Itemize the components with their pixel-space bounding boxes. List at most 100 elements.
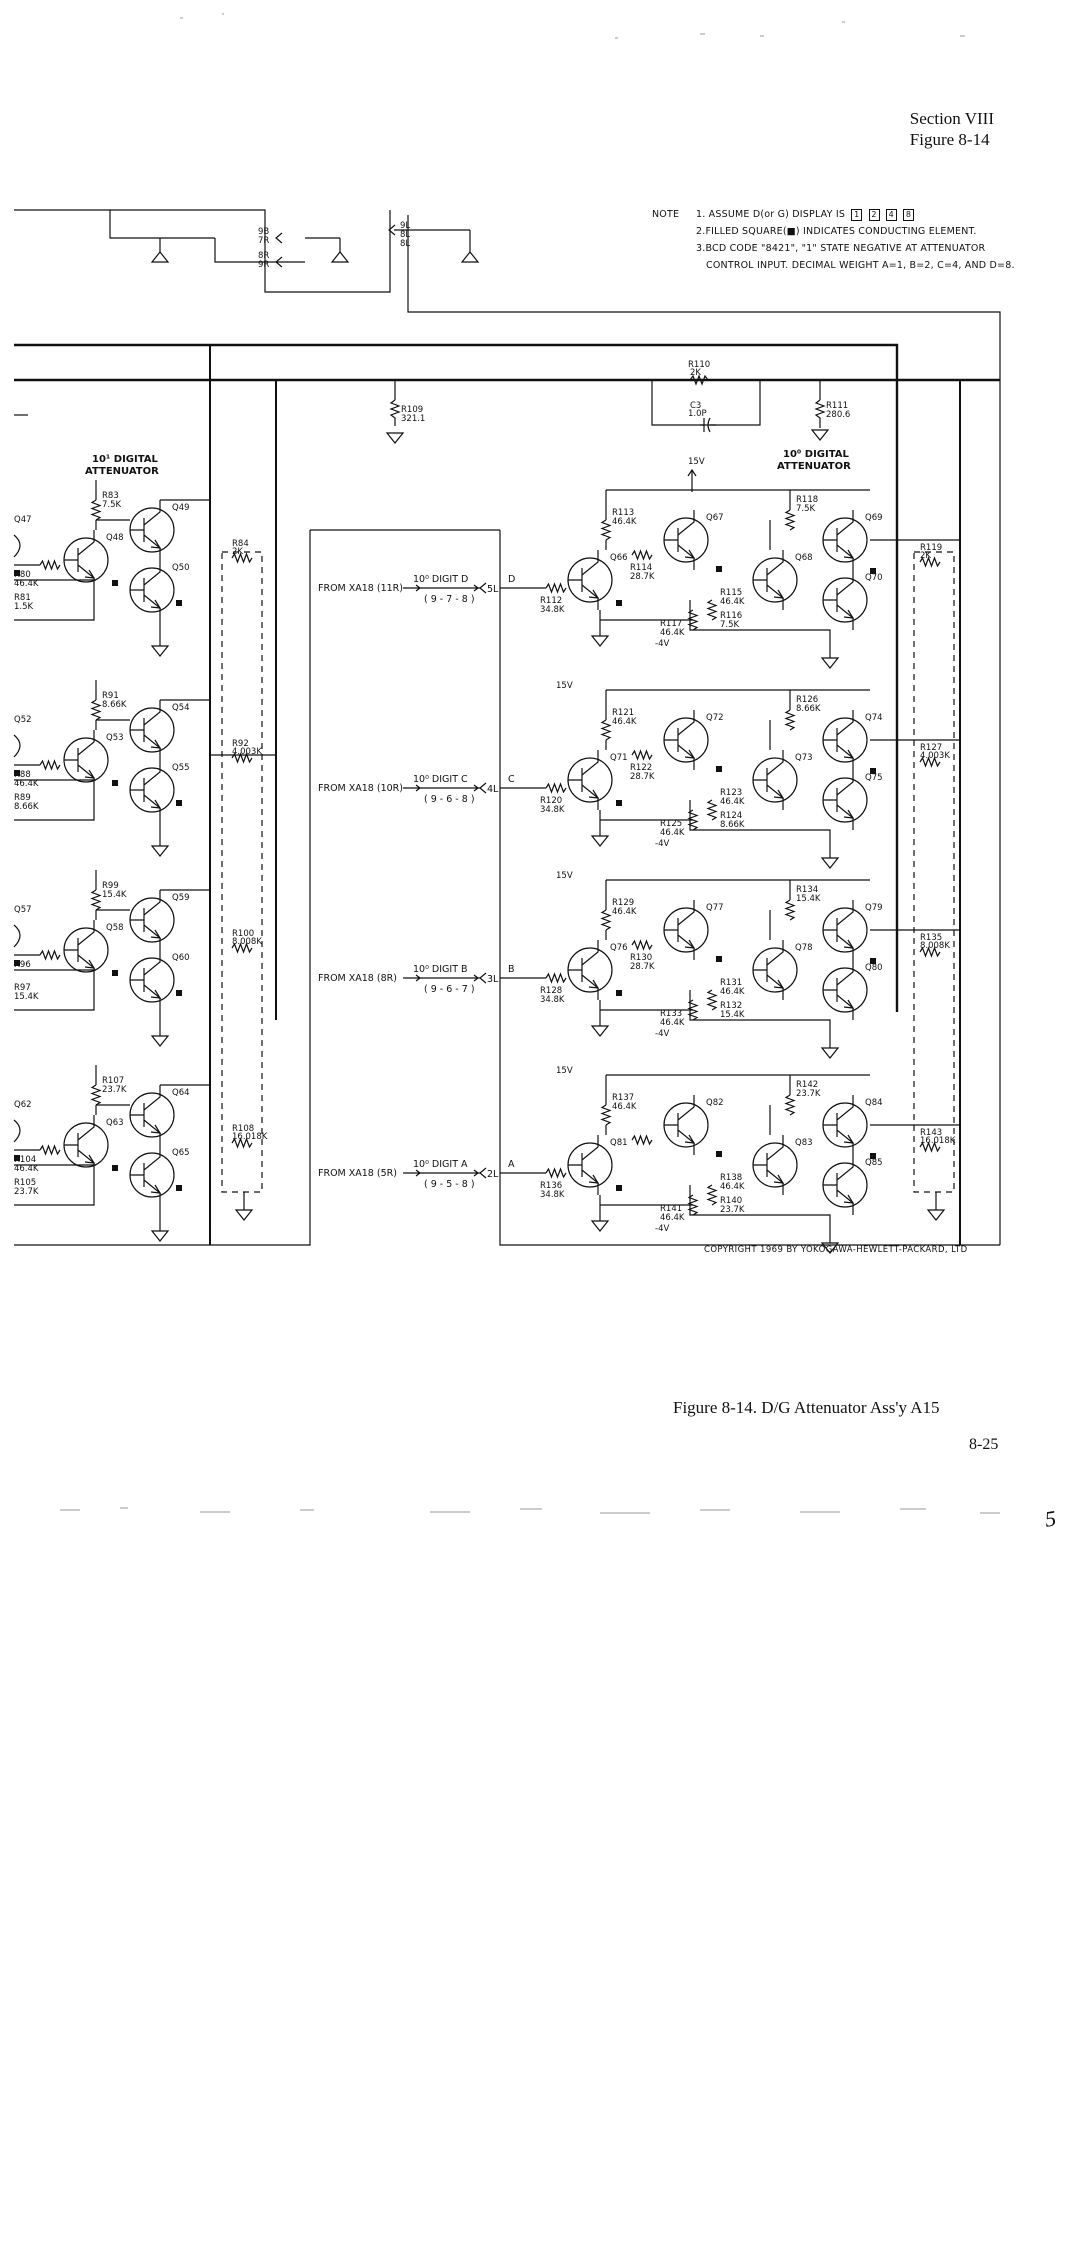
transistor-label: Q81	[610, 1138, 628, 1148]
pullup-resistor	[784, 509, 796, 531]
resistor-label: R91	[102, 691, 119, 701]
driver-transistor: Q82	[663, 1095, 724, 1155]
switch-network: 9B 7R 8R 9R 9L 8L 8L	[14, 209, 1001, 1245]
resistor-label: R137	[612, 1093, 634, 1103]
base-resistor	[39, 949, 61, 961]
digit-input-line: FROM XA18 (10R)10⁰ DIGIT C( 9 - 6 - 8 )4…	[318, 774, 546, 805]
resistor-value: 8.66K	[102, 700, 127, 710]
transistor-label: Q52	[14, 715, 32, 725]
resistor-value: 46.4K	[660, 828, 685, 838]
resistor-label: R89	[14, 793, 31, 803]
pullup-resistor	[600, 519, 612, 541]
left-stage: Q52Q53Q54Q55R918.66KR8846.4KR898.66KR924…	[13, 680, 262, 857]
resistor-label: R120	[540, 796, 562, 806]
transistor-label: Q82	[706, 1098, 724, 1108]
pullup-resistor	[784, 709, 796, 731]
ladder-resistor	[919, 756, 941, 768]
series-resistor	[631, 549, 653, 561]
resistor-label: R83	[102, 491, 119, 501]
transistor-label: Q83	[795, 1138, 813, 1148]
switch-transistor: Q53	[63, 730, 124, 790]
supply-15v-label: 15V	[688, 457, 705, 467]
switch-transistor: Q64	[129, 1085, 190, 1145]
conducting-indicator	[870, 1153, 876, 1159]
input-transistor: Q81	[567, 1135, 628, 1195]
resistor-value: 46.4K	[14, 779, 39, 789]
transistor-label: Q74	[865, 713, 883, 723]
resistor-value: 2K	[920, 551, 931, 561]
conducting-indicator	[716, 956, 722, 962]
transistor-label: Q47	[14, 515, 32, 525]
series-resistor	[631, 1134, 653, 1146]
resistor-label: R136	[540, 1181, 562, 1191]
right-stage: Q81Q82Q83Q84Q85R13746.4KR13634.8KR13846.…	[540, 1066, 960, 1254]
input-transistor: Q71	[567, 750, 628, 810]
left-attenuator-stages: Q47Q48Q49Q50R837.5KR8046.4KR811.5KR842KQ…	[13, 480, 268, 1242]
resistor-value: 7.5K	[102, 500, 122, 510]
note-line-3: 3.BCD CODE "8421", "1" STATE NEGATIVE AT…	[696, 243, 986, 254]
pullup-resistor	[784, 1094, 796, 1116]
display-box-8: 8	[903, 208, 915, 221]
supply-label: 15V	[556, 1066, 573, 1076]
resistor-value: 16.018K	[920, 1136, 956, 1146]
resistor-label: R141	[660, 1204, 682, 1214]
ladder-resistor	[231, 552, 253, 564]
resistor-label: R126	[796, 695, 818, 705]
emitter-resistor	[687, 1194, 699, 1216]
left-stage: Q62Q63Q64Q65R10723.7KR10446.4KR10523.7KR…	[13, 1065, 268, 1242]
resistor-value: 28.7K	[630, 962, 655, 972]
ground-symbol	[150, 638, 170, 657]
transistor-label: Q55	[172, 763, 190, 773]
display-box-4: 4	[885, 208, 897, 221]
connector-pin-label: 2L	[487, 1169, 499, 1180]
transistor-label: Q50	[172, 563, 190, 573]
resistor-label: R135	[920, 933, 942, 943]
supply-label: 15V	[556, 871, 573, 881]
conducting-indicator	[112, 580, 118, 586]
resistor-label: R138	[720, 1173, 742, 1183]
connector-pin-label: 5L	[487, 584, 499, 595]
supply-label: -4V	[655, 839, 669, 849]
resistor-value: 46.4K	[720, 1182, 745, 1192]
transistor-label: Q75	[865, 773, 883, 783]
pullup-resistor	[90, 699, 102, 721]
switch-transistor: Q50	[129, 560, 190, 620]
resistor-label: R121	[612, 708, 634, 718]
base-resistor	[39, 559, 61, 571]
figure-caption: Figure 8-14. D/G Attenuator Ass'y A15	[673, 1398, 940, 1417]
resistor-value: 23.7K	[102, 1085, 127, 1095]
digit-input-line: FROM XA18 (8R)10⁰ DIGIT B( 9 - 6 - 7 )3L…	[318, 964, 546, 995]
resistor-value: 16.018K	[232, 1132, 268, 1142]
emitter-resistor	[687, 809, 699, 831]
driver-transistor: Q77	[663, 900, 724, 960]
ground-symbol	[820, 850, 840, 869]
figure-ref-label: Figure 8-14	[909, 130, 990, 149]
bit-label: C	[508, 774, 515, 785]
transistor-label: Q76	[610, 943, 628, 953]
switch-transistor: Q58	[63, 920, 124, 980]
input-resistor	[545, 1167, 567, 1179]
conducting-indicator	[176, 600, 182, 606]
page-number: 8-25	[969, 1436, 999, 1453]
scan-noise	[60, 13, 1000, 1514]
left-stage: Q57Q58Q59Q60R9915.4KR96R9715.4KR1008.008…	[13, 870, 262, 1047]
input-digit-label: 10⁰ DIGIT C	[413, 774, 468, 785]
digit-input-line: FROM XA18 (5R)10⁰ DIGIT A( 9 - 5 - 8 )2L…	[318, 1159, 546, 1190]
resistor-label: R130	[630, 953, 652, 963]
resistor-value: 46.4K	[14, 579, 39, 589]
display-box-1: 1	[851, 208, 863, 221]
resistor-value: 7.5K	[796, 504, 816, 514]
resistor-value: 46.4K	[720, 797, 745, 807]
transistor-label: Q48	[106, 533, 124, 543]
ladder-resistor	[919, 946, 941, 958]
r110-value: 2K	[690, 368, 701, 378]
resistor-value: 15.4K	[796, 894, 821, 904]
resistor-label: R119	[920, 543, 942, 553]
ground-symbol	[590, 628, 610, 647]
switch-label: 7R	[258, 236, 269, 246]
resistor-label: R128	[540, 986, 562, 996]
resistor-label: R143	[920, 1128, 942, 1138]
resistor-value: 28.7K	[630, 572, 655, 582]
bias-resistor	[706, 799, 718, 821]
resistor-value: 46.4K	[720, 597, 745, 607]
